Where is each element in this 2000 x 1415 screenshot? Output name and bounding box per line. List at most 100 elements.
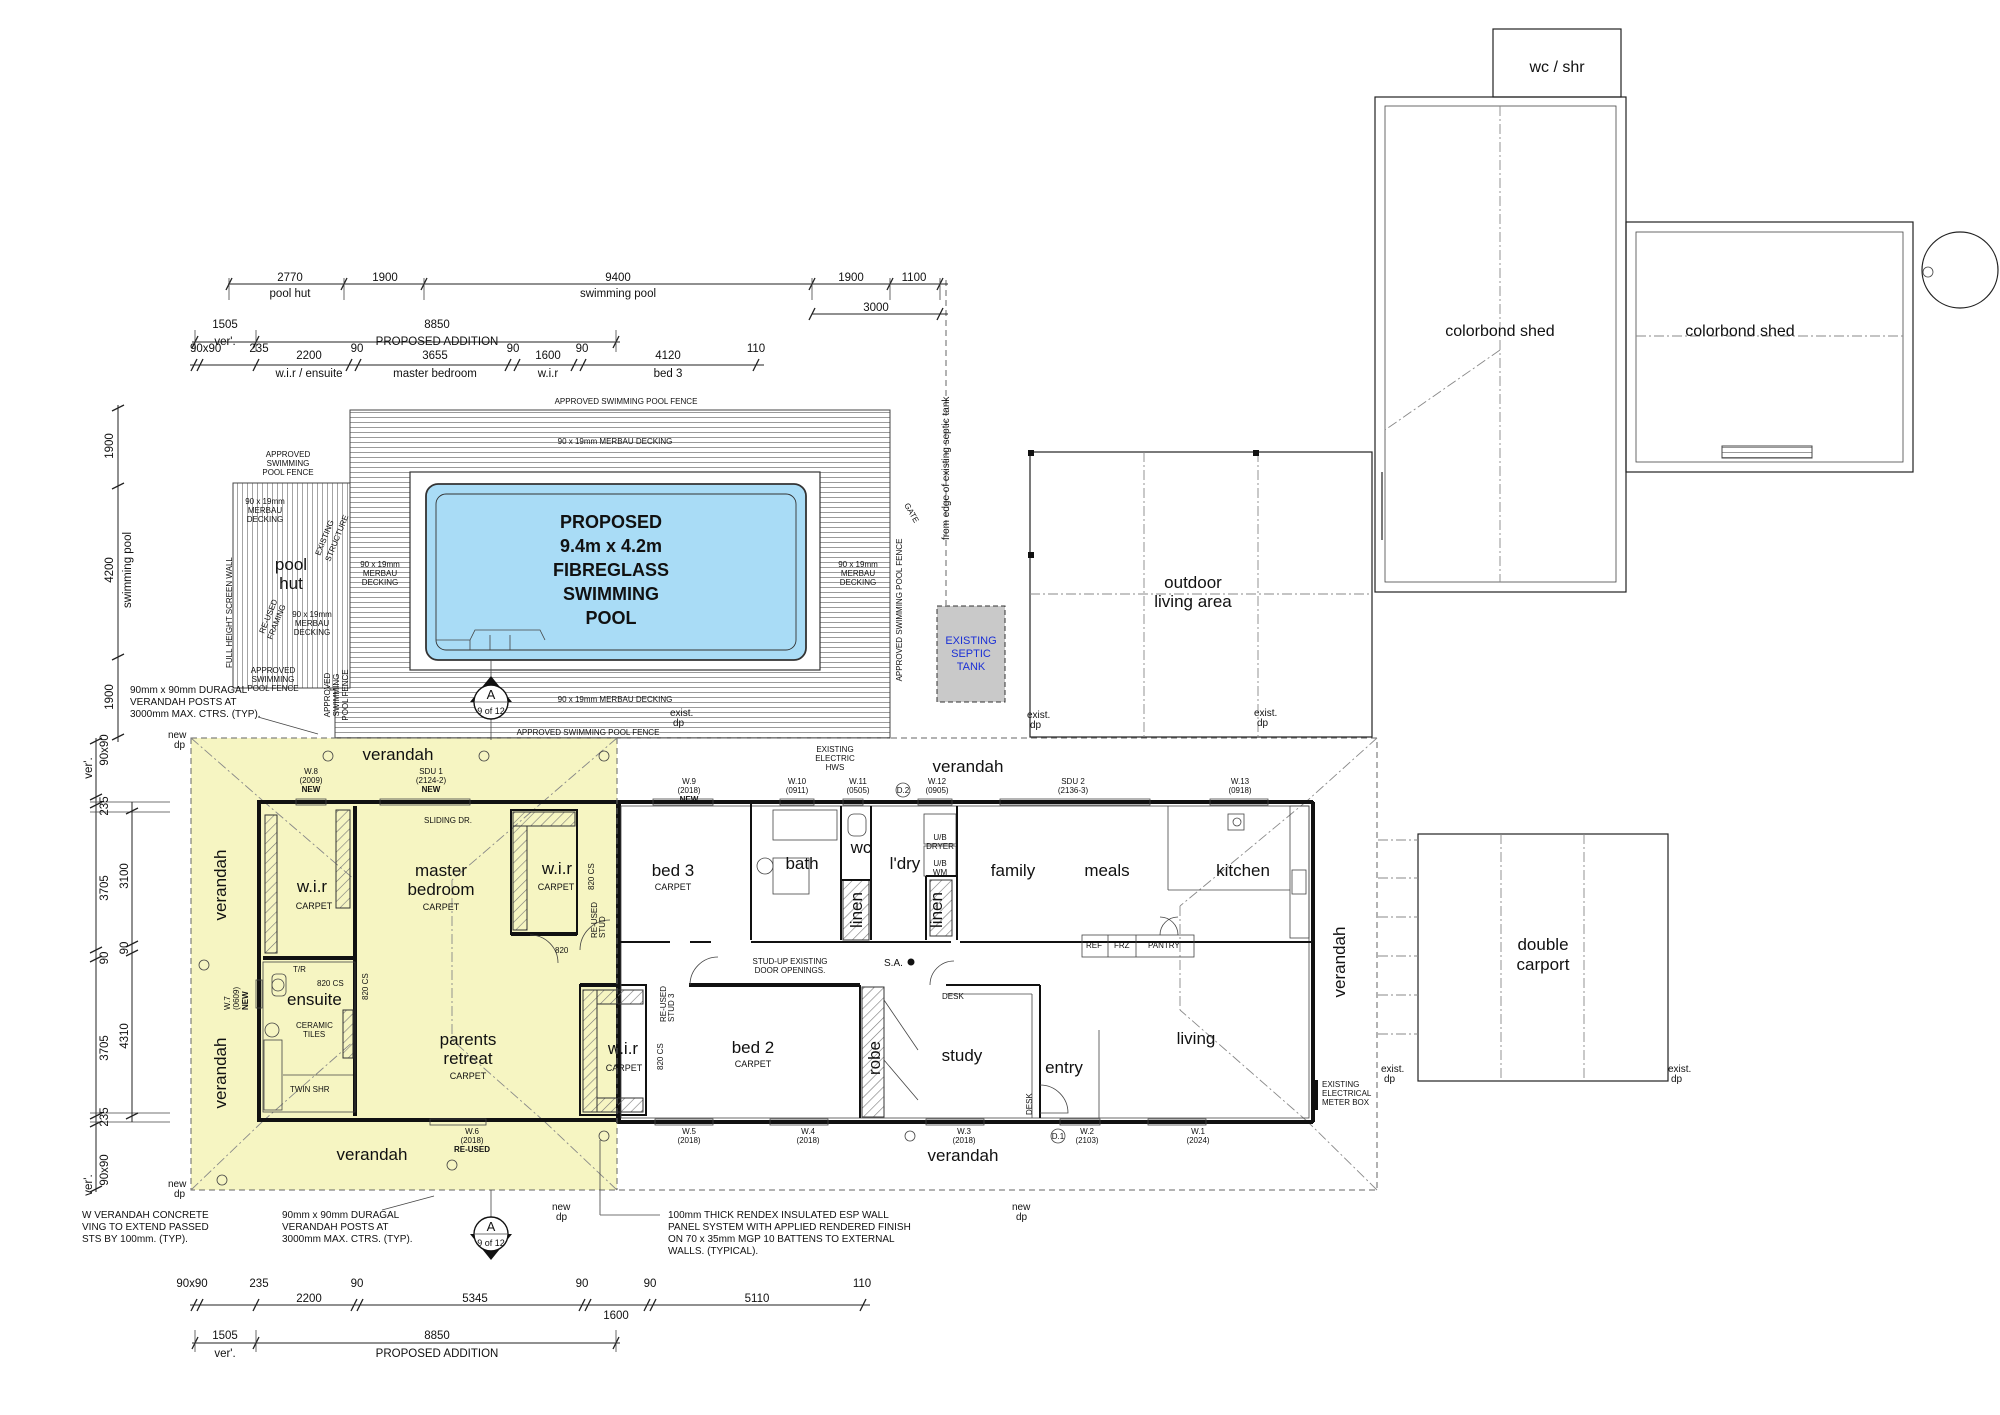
svg-text:W.6: W.6 xyxy=(465,1127,479,1136)
svg-text:90: 90 xyxy=(576,343,589,355)
svg-text:swimming pool: swimming pool xyxy=(580,288,656,300)
svg-text:APPROVED: APPROVED xyxy=(266,450,311,459)
svg-text:ver'.: ver'. xyxy=(83,1174,95,1195)
svg-text:3100: 3100 xyxy=(119,863,131,889)
decking-top-label: 90 x 19mm MERBAU DECKING xyxy=(558,437,673,446)
note-posts-bottom: 90mm x 90mm DURAGAL VERANDAH POSTS AT 30… xyxy=(282,1210,413,1245)
svg-text:PANEL SYSTEM WITH APPLIED REND: PANEL SYSTEM WITH APPLIED RENDERED FINIS… xyxy=(668,1222,911,1233)
fence-left-bottom-label: APPROVED SWIMMING POOL FENCE xyxy=(247,666,298,693)
note-meter: EXISTING ELECTRICAL METER BOX xyxy=(1322,1080,1372,1107)
note-rendex: 100mm THICK RENDEX INSULATED ESP WALL PA… xyxy=(668,1210,911,1257)
svg-text:DECKING: DECKING xyxy=(294,628,330,637)
svg-text:WM: WM xyxy=(933,868,948,877)
room-wc: wc xyxy=(850,838,872,857)
svg-text:90 x 19mm: 90 x 19mm xyxy=(292,610,332,619)
svg-text:W.12: W.12 xyxy=(928,777,947,786)
svg-text:master bedroom: master bedroom xyxy=(393,368,477,380)
svg-text:dp: dp xyxy=(1030,720,1042,731)
svg-text:POOL FENCE: POOL FENCE xyxy=(341,669,350,720)
room-study: study xyxy=(942,1046,983,1065)
ref-label: REF xyxy=(1086,941,1102,950)
dp-exist-outdoor-1: exist.dp xyxy=(1027,710,1050,731)
colorbond-shed-1: colorbond shed xyxy=(1374,96,1627,593)
svg-text:(2018): (2018) xyxy=(460,1136,483,1145)
decking-side-hut: 90 x 19mm MERBAU DECKING xyxy=(292,610,332,637)
svg-text:90 x 19mm: 90 x 19mm xyxy=(360,560,400,569)
pool-hut-label: pool hut xyxy=(275,555,307,593)
svg-text:parents: parents xyxy=(440,1030,497,1049)
left-dimension-house-inner: 3100 90 4310 xyxy=(119,802,139,1122)
svg-text:living area: living area xyxy=(1154,592,1232,611)
fence-vertical-label: APPROVED SWIMMING POOL FENCE xyxy=(323,669,350,720)
svg-text:CARPET: CARPET xyxy=(606,1063,643,1073)
door-tags: D.2 D.1 xyxy=(895,782,1066,1144)
window-w7-tag: W.7 (0609) NEW xyxy=(223,987,250,1010)
svg-text:dp: dp xyxy=(1016,1212,1028,1223)
svg-text:CERAMIC: CERAMIC xyxy=(296,1021,333,1030)
note-concrete: W VERANDAH CONCRETE VING TO EXTEND PASSE… xyxy=(82,1210,209,1245)
section-marker-bottom: A 9 of 12 xyxy=(470,1190,512,1260)
desk-label-2: DESK xyxy=(1025,1093,1034,1115)
double-carport: double carport xyxy=(1417,833,1669,1082)
colorbond-shed-2: colorbond shed xyxy=(1625,221,1914,473)
left-dimension-pool: 1900 4200 1900 swimming pool xyxy=(104,404,134,742)
room-bed2: bed 2 CARPET xyxy=(732,1038,775,1069)
svg-text:FIBREGLASS: FIBREGLASS xyxy=(553,560,669,580)
svg-text:CARPET: CARPET xyxy=(296,901,333,911)
decking-side-mid: 90 x 19mm MERBAU DECKING xyxy=(360,560,400,587)
svg-text:DOOR OPENINGS.: DOOR OPENINGS. xyxy=(755,966,826,975)
stud-up-note: STUD-UP EXISTING DOOR OPENINGS. xyxy=(753,957,828,975)
room-ensuite: ensuite CERAMIC TILES TWIN SHR T/R xyxy=(287,965,342,1094)
svg-text:STUD 3: STUD 3 xyxy=(667,993,676,1022)
svg-text:METER BOX: METER BOX xyxy=(1322,1098,1370,1107)
svg-text:90x90: 90x90 xyxy=(176,1278,207,1290)
room-entry: entry xyxy=(1045,1058,1083,1077)
svg-text:APPROVED: APPROVED xyxy=(251,666,296,675)
svg-text:swimming pool: swimming pool xyxy=(122,532,134,608)
svg-text:W.1: W.1 xyxy=(1191,1127,1205,1136)
cs-wir-retreat: 820 CS xyxy=(656,1043,665,1070)
svg-text:90x90: 90x90 xyxy=(99,1154,111,1185)
room-laundry: l'dry xyxy=(890,854,921,873)
svg-text:WALLS. (TYPICAL).: WALLS. (TYPICAL). xyxy=(668,1246,758,1257)
svg-text:1505: 1505 xyxy=(212,319,238,331)
svg-text:SWIMMING: SWIMMING xyxy=(252,675,295,684)
svg-text:A: A xyxy=(487,1219,496,1234)
outdoor-living-area: outdoor living area xyxy=(1028,450,1373,738)
svg-text:(0609): (0609) xyxy=(232,987,241,1010)
svg-text:ON 70 x 35mm MGP 10 BATTENS TO: ON 70 x 35mm MGP 10 BATTENS TO EXTERNAL xyxy=(668,1234,895,1245)
verandah-top-label: verandah xyxy=(363,745,434,764)
room-wir-retreat: w.i.r CARPET xyxy=(606,1039,643,1073)
room-robe: robe xyxy=(865,1041,884,1075)
section-marker-top: A 9 of 12 xyxy=(470,660,512,740)
svg-text:4120: 4120 xyxy=(655,350,681,362)
dp-exist-outdoor-2: exist.dp xyxy=(1254,708,1277,729)
svg-text:NEW: NEW xyxy=(680,795,699,804)
svg-text:TWIN SHR: TWIN SHR xyxy=(290,1085,330,1094)
svg-text:1900: 1900 xyxy=(372,272,398,284)
svg-text:1900: 1900 xyxy=(104,433,116,459)
svg-text:(0505): (0505) xyxy=(846,786,869,795)
carport-ticks xyxy=(1378,839,1418,1035)
svg-text:3000mm MAX. CTRS. (TYP).: 3000mm MAX. CTRS. (TYP). xyxy=(282,1234,413,1245)
svg-text:90: 90 xyxy=(576,1278,589,1290)
pantry-label: PANTRY xyxy=(1148,941,1180,950)
svg-text:235: 235 xyxy=(249,1278,268,1290)
svg-text:90 x 19mm: 90 x 19mm xyxy=(838,560,878,569)
svg-text:ensuite: ensuite xyxy=(287,990,342,1009)
svg-text:bed 2: bed 2 xyxy=(732,1038,775,1057)
svg-text:(2124-2): (2124-2) xyxy=(416,776,447,785)
bottom-dimension-row-1: 90x90 235 90 90 90 110 2200 5345 1600 51… xyxy=(176,1278,871,1322)
svg-text:CARPET: CARPET xyxy=(423,902,460,912)
svg-text:2200: 2200 xyxy=(296,1293,322,1305)
svg-text:new: new xyxy=(1012,1202,1031,1213)
windows-bottom xyxy=(429,1118,1207,1126)
svg-text:EXISTING: EXISTING xyxy=(816,745,853,754)
reused-stud3-label: RE-USED STUD 3 xyxy=(659,986,676,1022)
room-kitchen: kitchen xyxy=(1216,861,1270,880)
svg-text:(2136-3): (2136-3) xyxy=(1058,786,1089,795)
svg-text:1600: 1600 xyxy=(603,1310,629,1322)
svg-text:bedroom: bedroom xyxy=(407,880,474,899)
svg-text:8850: 8850 xyxy=(424,1330,450,1342)
